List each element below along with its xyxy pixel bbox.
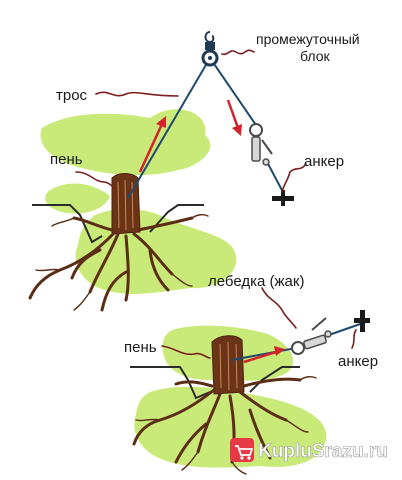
- stump-texture: [219, 341, 238, 391]
- red-arrow-rope: [138, 123, 164, 173]
- roots-fine: [35, 213, 209, 311]
- top-scene: [28, 31, 294, 312]
- label-intermediate-block-line1: промежуточный: [256, 31, 360, 47]
- bottom-scene: [130, 310, 370, 475]
- roots-fine: [135, 375, 317, 475]
- red-arrow-rope-head: [156, 116, 166, 128]
- anchor-bottom-icon: [354, 310, 370, 332]
- grass-patch: [45, 183, 110, 214]
- red-arrow-winch-head: [232, 124, 242, 136]
- winch-bottom-icon: [291, 317, 332, 355]
- label-stump-top: пень: [50, 151, 83, 168]
- watermark: KupluSrazu.ru: [230, 438, 388, 462]
- label-anchor-bottom: анкер: [338, 353, 378, 370]
- red-arrow-winch: [226, 99, 240, 129]
- label-anchor-top: анкер: [304, 153, 344, 170]
- label-winch: лебедка (жак): [208, 273, 304, 290]
- pulley-block-icon: [201, 31, 219, 67]
- anchor-top-icon: [272, 190, 294, 206]
- label-intermediate-block-line2: блок: [300, 48, 331, 64]
- roots: [28, 216, 194, 312]
- shopping-cart-icon: [230, 438, 254, 462]
- soil-line: [32, 204, 204, 244]
- soil-line: [130, 366, 300, 400]
- grass-patch: [134, 386, 327, 468]
- grass-patch: [40, 109, 211, 176]
- label-stump-bottom: пень: [124, 339, 157, 356]
- rope: [231, 321, 367, 361]
- red-arrow-bottom-head: [274, 346, 285, 356]
- red-arrow-bottom: [243, 350, 277, 364]
- watermark-text: KupluSrazu.ru: [258, 441, 388, 462]
- label-rope: трос: [56, 87, 88, 104]
- label-pointers: [75, 49, 357, 359]
- rope-to-anchor: [265, 159, 285, 195]
- winch-top-icon: [249, 123, 273, 166]
